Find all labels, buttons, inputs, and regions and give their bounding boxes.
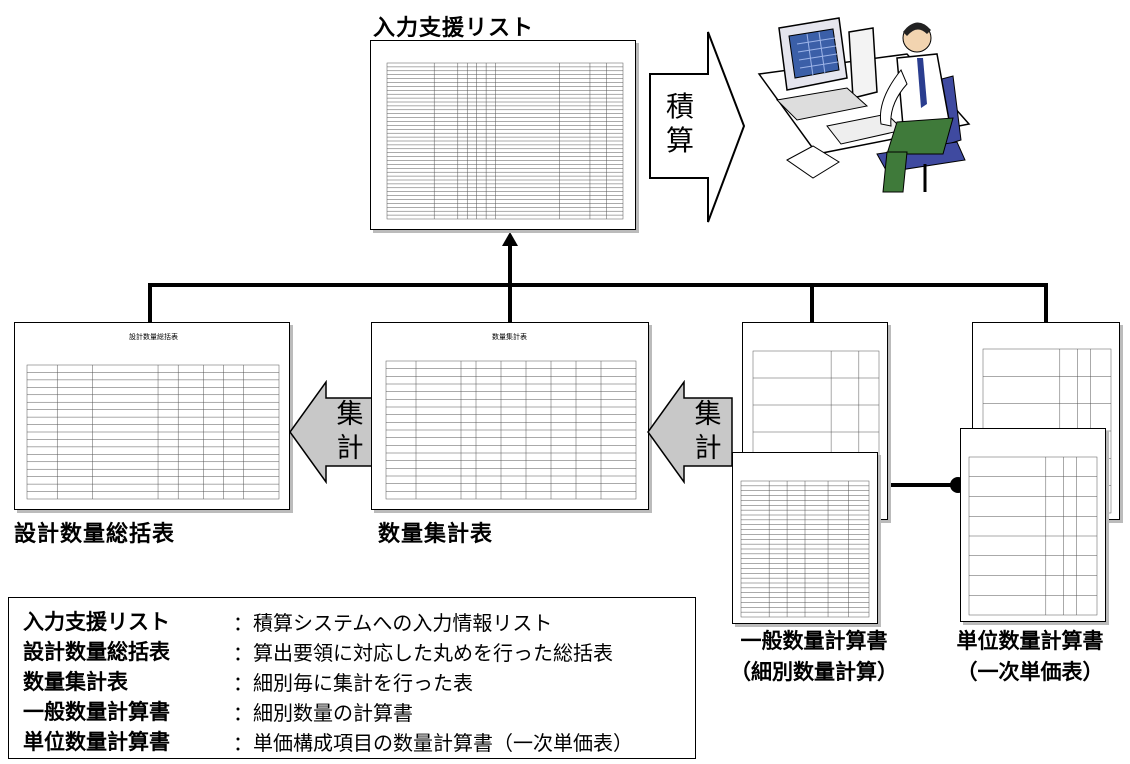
general-calc-caption: 一般数量計算書 （細別数量計算） — [730, 629, 898, 684]
input-support-list-title: 入力支援リスト — [373, 16, 535, 41]
design-summary-doc: 設計数量総括表 — [14, 322, 290, 510]
legend-desc: ：細別毎に集計を行った表 — [233, 671, 473, 695]
design-summary-doc-header: 設計数量総括表 — [129, 333, 178, 341]
legend-desc: ：積算システムへの入力情報リスト — [233, 611, 553, 635]
legend-term: 数量集計表 — [23, 670, 128, 694]
input-support-list-doc — [370, 40, 636, 230]
general-calc-doc-front-table — [740, 480, 870, 618]
aggregate-arrow-right-label: 集 計 — [694, 399, 722, 464]
quantity-tally-doc-header: 数量集計表 — [492, 333, 527, 341]
legend-desc: ：算出要領に対応した丸めを行った総括表 — [233, 641, 613, 665]
quantity-tally-caption: 数量集計表 — [378, 522, 494, 547]
person-at-computer-icon — [757, 17, 971, 193]
legend-desc: ：細別数量の計算書 — [233, 701, 413, 725]
input-support-list-table — [386, 62, 624, 220]
legend-term: 入力支援リスト — [23, 610, 170, 634]
general-calc-doc-front — [732, 452, 878, 624]
legend-term: 単位数量計算書 — [23, 730, 170, 754]
legend-desc: ：単価構成項目の数量計算書（一次単価表） — [233, 731, 633, 755]
legend-box: 入力支援リスト ：積算システムへの入力情報リスト 設計数量総括表 ：算出要領に対… — [8, 597, 696, 759]
calc-arrow: 積 算 — [648, 28, 748, 228]
aggregate-arrow-left: 集 計 — [288, 379, 376, 485]
quantity-tally-table — [385, 360, 637, 500]
aggregate-arrow-left-label: 集 計 — [336, 399, 364, 464]
legend-term: 一般数量計算書 — [23, 700, 170, 724]
design-summary-table — [26, 364, 280, 500]
quantity-tally-doc: 数量集計表 — [371, 322, 649, 510]
unit-calc-doc-front-table — [968, 456, 1098, 616]
aggregate-arrow-right: 集 計 — [646, 379, 734, 485]
unit-calc-caption: 単位数量計算書 （一次単価表） — [956, 629, 1104, 684]
unit-calc-doc-front — [960, 428, 1106, 622]
legend-term: 設計数量総括表 — [23, 640, 170, 664]
design-summary-caption: 設計数量総括表 — [14, 522, 176, 547]
calc-arrow-label: 積 算 — [665, 90, 694, 157]
